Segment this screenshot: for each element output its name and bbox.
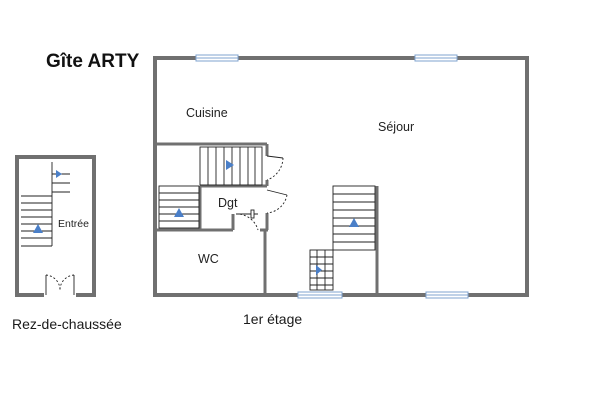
plan-title: Gîte ARTY: [46, 51, 140, 72]
ground-floor-caption: Rez-de-chaussée: [12, 316, 122, 332]
first-floor-plan: [153, 54, 529, 299]
stair-arrow-icon: [56, 170, 62, 178]
stair-arrow-icon: [33, 224, 43, 233]
first-floor-caption: 1er étage: [243, 311, 303, 327]
stair-arrow-icon: [316, 265, 322, 275]
room-label-dgt: Dgt: [218, 196, 238, 210]
first-floor-staircase-center: [309, 185, 376, 291]
room-label-cuisine: Cuisine: [186, 106, 228, 120]
dgt-doors: [235, 155, 288, 231]
stair-arrow-icon: [349, 218, 359, 227]
room-label-wc: WC: [198, 252, 219, 266]
entrance-door: [44, 274, 76, 299]
ground-floor-staircase: [21, 162, 70, 247]
ground-floor-plan: [15, 155, 96, 299]
interior-walls: [155, 142, 379, 295]
windows: [195, 54, 469, 299]
room-label-sejour: Séjour: [378, 120, 414, 134]
stair-arrow-icon: [174, 208, 184, 217]
room-label-entree: Entrée: [58, 218, 89, 230]
stair-arrow-icon: [226, 160, 234, 170]
